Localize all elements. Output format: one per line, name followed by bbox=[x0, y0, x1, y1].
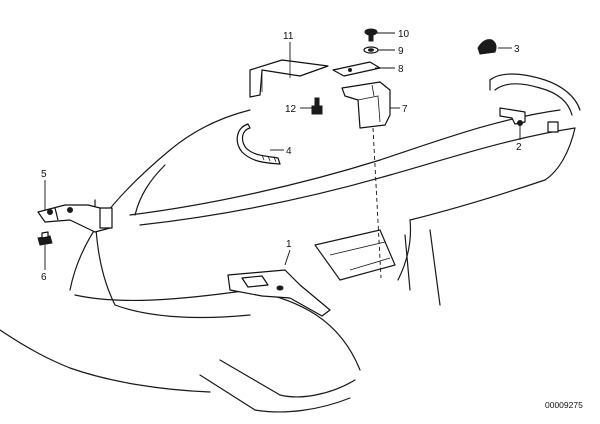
callout-10: 10 bbox=[398, 29, 410, 40]
part-12-screw bbox=[311, 97, 323, 115]
diagram-id: 00009275 bbox=[545, 400, 583, 410]
callout-8: 8 bbox=[398, 64, 404, 75]
callout-2: 2 bbox=[516, 142, 522, 153]
callout-4: 4 bbox=[286, 146, 292, 157]
assembly-axis bbox=[372, 127, 382, 279]
callout-3: 3 bbox=[514, 44, 520, 55]
leader-lines bbox=[44, 32, 521, 270]
part-10-screw bbox=[364, 28, 378, 42]
callout-1: 1 bbox=[286, 239, 292, 250]
part-6-screw bbox=[37, 231, 53, 246]
part-7-bracket bbox=[341, 81, 391, 129]
callout-11: 11 bbox=[283, 31, 294, 42]
part-1-plate bbox=[227, 269, 331, 317]
callout-6: 6 bbox=[41, 272, 47, 283]
callout-5: 5 bbox=[41, 169, 47, 180]
callout-12: 12 bbox=[285, 104, 297, 115]
part-8-plate bbox=[332, 61, 381, 77]
part-9-washer bbox=[363, 46, 379, 54]
part-3-nut bbox=[477, 39, 497, 55]
callout-7: 7 bbox=[402, 104, 408, 115]
part-11-bracket bbox=[249, 59, 329, 98]
part-4-clip bbox=[236, 123, 281, 165]
part-5-bracket bbox=[37, 204, 113, 233]
callout-9: 9 bbox=[398, 46, 404, 57]
